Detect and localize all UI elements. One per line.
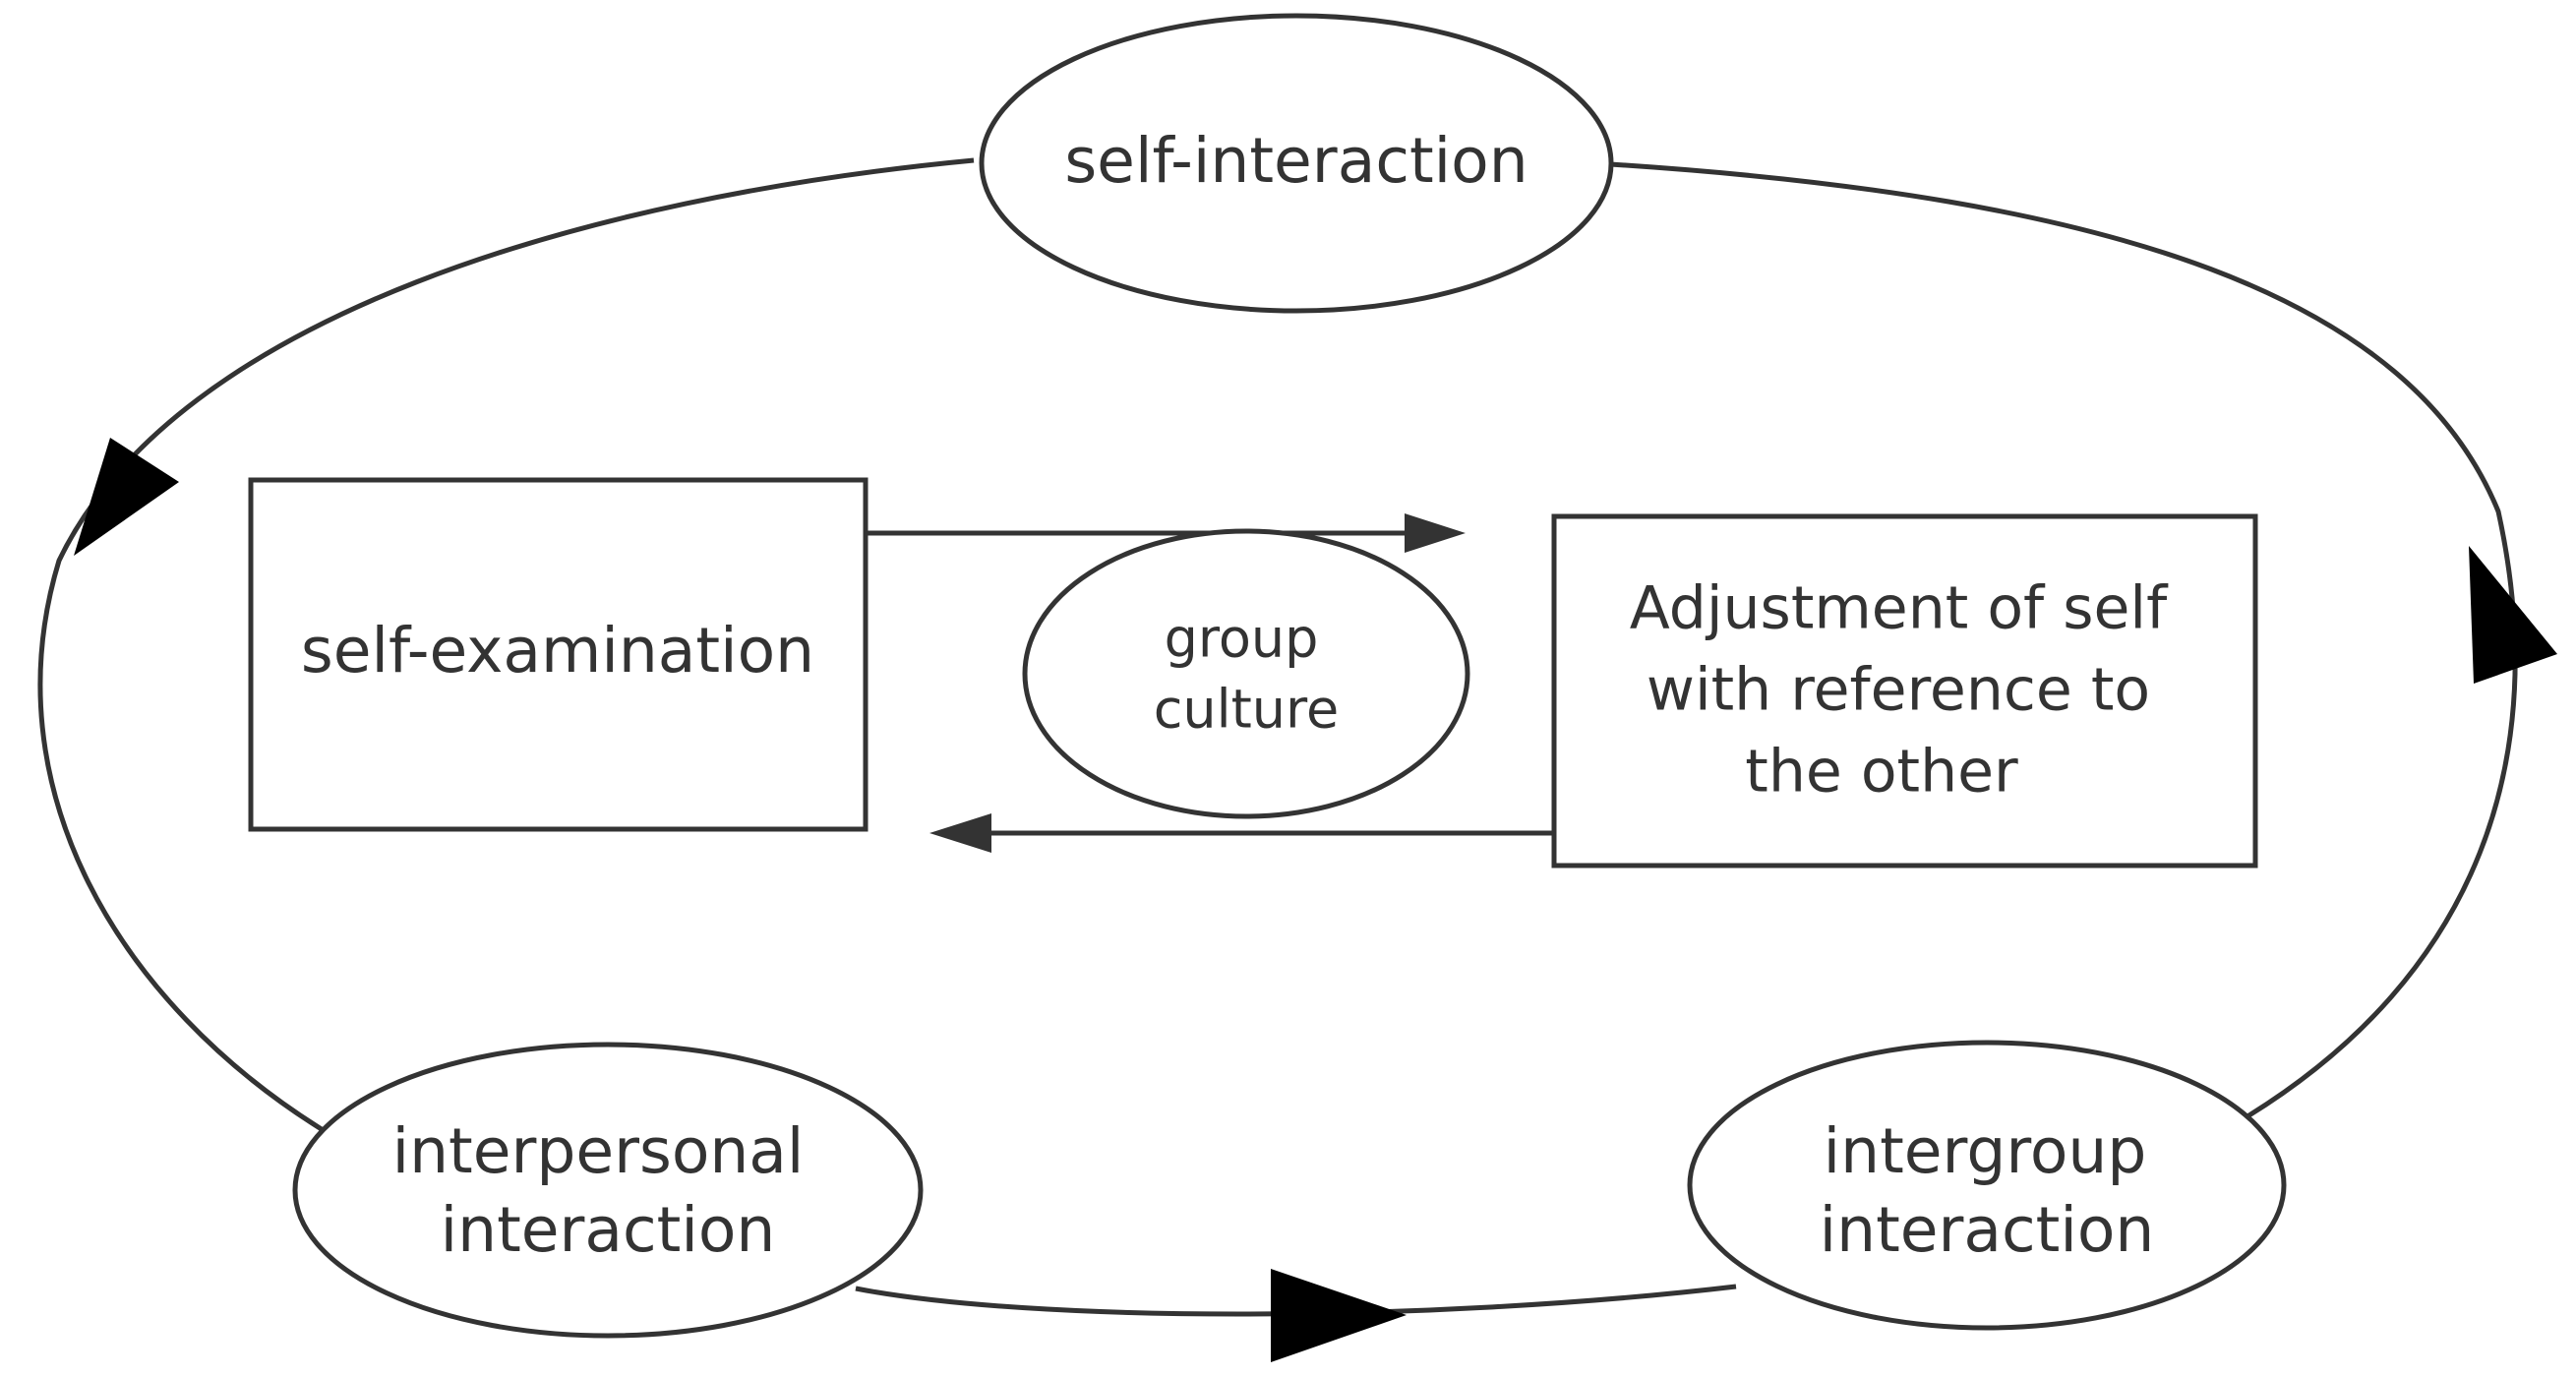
node-shape bbox=[292, 1042, 924, 1339]
node-adjustment-of-self: Adjustment of self with reference to the… bbox=[1551, 513, 2258, 868]
node-label: self-interaction bbox=[1064, 125, 1528, 197]
node-label: self-examination bbox=[301, 615, 814, 687]
arrowhead-bottom-icon bbox=[1271, 1269, 1407, 1362]
node-label: Adjustment of self bbox=[1630, 574, 2169, 643]
node-label: interaction bbox=[441, 1194, 776, 1266]
connector-interpersonal-to-intergroup bbox=[855, 1284, 1737, 1317]
node-shape bbox=[1022, 528, 1470, 819]
node-label: with reference to bbox=[1647, 656, 2150, 725]
node-label: the other bbox=[1745, 738, 2018, 807]
node-label: interpersonal bbox=[392, 1115, 805, 1187]
node-label: group bbox=[1165, 608, 1319, 670]
node-label: culture bbox=[1154, 679, 1340, 741]
node-label: intergroup bbox=[1824, 1115, 2147, 1187]
connector-intergroup-to-self bbox=[1609, 161, 2518, 1119]
node-shape bbox=[248, 477, 869, 832]
node-shape bbox=[1687, 1040, 2287, 1331]
connector-self-to-interpersonal bbox=[37, 157, 975, 1134]
node-group-culture: group culture bbox=[1022, 528, 1470, 819]
node-shape bbox=[979, 13, 1614, 314]
arrowhead-right-icon bbox=[2469, 546, 2557, 684]
node-interpersonal-interaction: interpersonal interaction bbox=[292, 1042, 924, 1339]
node-self-examination: self-examination bbox=[248, 477, 869, 832]
node-label: interaction bbox=[1820, 1194, 2155, 1266]
node-shape bbox=[1551, 513, 2258, 868]
arrowhead-examination-to-adjustment-icon bbox=[1405, 513, 1466, 553]
node-self-interaction: self-interaction bbox=[979, 13, 1614, 314]
node-intergroup-interaction: intergroup interaction bbox=[1687, 1040, 2287, 1331]
arrowhead-left-icon bbox=[74, 438, 179, 556]
arrowhead-adjustment-to-examination-icon bbox=[929, 813, 991, 853]
